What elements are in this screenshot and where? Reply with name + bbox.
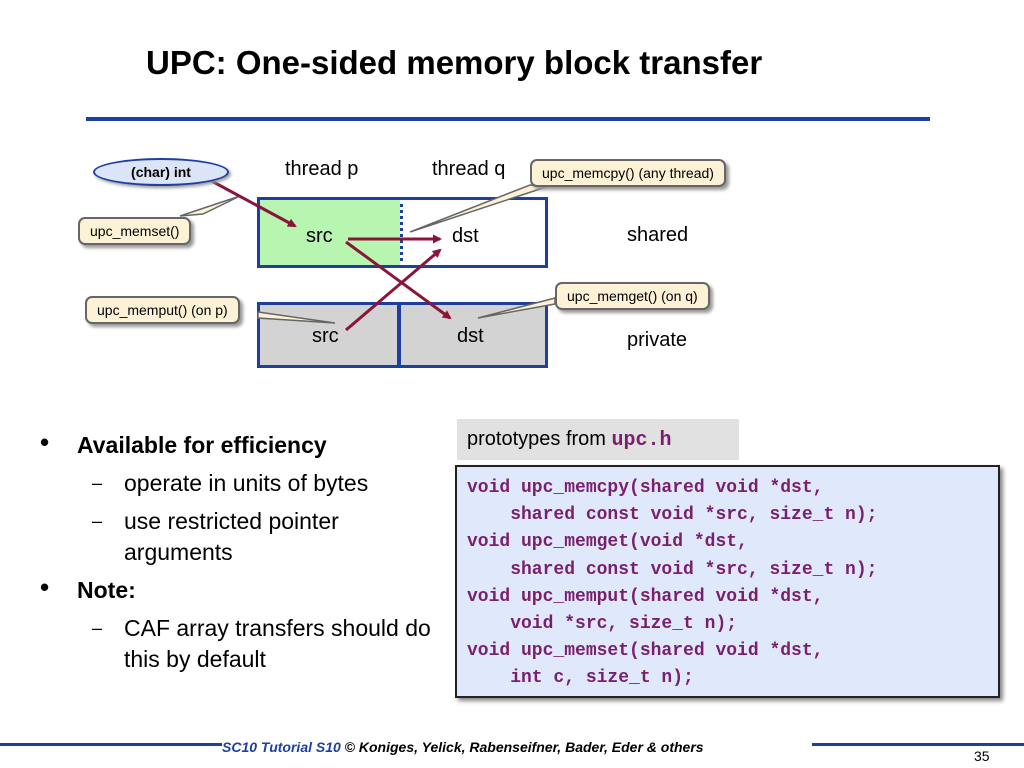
- code-line: void upc_memget(void *dst,: [467, 532, 748, 553]
- shared-region-label: shared: [627, 224, 689, 246]
- bullet-dot-icon: •: [40, 427, 50, 457]
- memput-callout-pointer: [257, 311, 336, 324]
- sub-bullet-item: – operate in units of bytes: [40, 468, 450, 499]
- memset-callout-pointer: [179, 195, 241, 217]
- memput-arrow: [345, 248, 442, 332]
- shared-src-box: [257, 197, 400, 268]
- code-line: shared const void *src, size_t n);: [467, 505, 878, 526]
- type-ellipse: (char) int: [93, 158, 229, 186]
- memcpy-callout: upc_memcpy() (any thread): [530, 159, 726, 187]
- memset-callout: upc_memset(): [78, 217, 192, 245]
- footer-course: SC10 Tutorial S10: [222, 739, 341, 755]
- thread-p-label: thread p: [285, 158, 359, 180]
- code-line: void upc_memcpy(shared void *dst,: [467, 478, 824, 498]
- footer: SC10 Tutorial S10 © Koniges, Yelick, Rab…: [222, 739, 704, 755]
- footer-authors: © Koniges, Yelick, Rabenseifner, Bader, …: [340, 739, 704, 755]
- private-dst-box: [398, 302, 548, 368]
- code-line: void upc_memput(shared void *dst,: [467, 586, 824, 607]
- memget-callout: upc_memget() (on q): [555, 282, 710, 310]
- sub-bullet-text: operate in units of bytes: [124, 470, 369, 496]
- code-line: void upc_memset(shared void *dst,: [467, 641, 824, 662]
- sub-bullet-text: use restricted pointer arguments: [124, 508, 339, 565]
- sub-bullet-item: – CAF array transfers should do this by d…: [40, 613, 450, 675]
- bullet-dot-icon: •: [40, 572, 50, 602]
- private-src-label: src: [312, 325, 339, 347]
- type-to-shared-arrow: [205, 176, 297, 228]
- header-file-name: upc.h: [611, 429, 672, 452]
- bullet-item: • Available for efficiency: [40, 427, 450, 460]
- dash-icon: –: [92, 511, 103, 531]
- sub-bullet-item: – use restricted pointer arguments: [40, 506, 450, 568]
- memget-arrow: [345, 240, 452, 320]
- code-block: void upc_memcpy(shared void *dst, shared…: [455, 465, 1000, 698]
- footer-rule-left: [0, 743, 222, 746]
- shared-dst-label: dst: [452, 225, 479, 247]
- dash-icon: –: [92, 618, 103, 638]
- bullet-text: Note:: [77, 577, 136, 603]
- shared-src-label: src: [306, 225, 333, 247]
- page-number: 35: [974, 748, 990, 764]
- code-line: shared const void *src, size_t n);: [467, 559, 878, 580]
- dash-icon: –: [92, 473, 103, 493]
- memcpy-callout-pointer: [409, 184, 547, 233]
- prototypes-label-text: prototypes from: [467, 428, 612, 450]
- memget-callout-pointer: [477, 297, 556, 319]
- prototypes-label: prototypes from upc.h: [457, 419, 739, 460]
- private-region-label: private: [627, 329, 688, 351]
- memput-callout: upc_memput() (on p): [85, 296, 240, 324]
- private-src-box: [257, 302, 400, 368]
- code-line: void *src, size_t n);: [467, 614, 738, 635]
- thread-q-label: thread q: [432, 158, 506, 180]
- footer-rule-right: [812, 743, 1024, 746]
- code-line: int c, size_t n);: [467, 668, 694, 689]
- bullet-item: • Note:: [40, 572, 450, 605]
- bullet-text: Available for efficiency: [77, 432, 327, 458]
- private-dst-label: dst: [457, 325, 484, 347]
- slide-title: UPC: One-sided memory block transfer: [146, 44, 763, 81]
- bullet-list: • Available for efficiency – operate in un…: [40, 427, 450, 682]
- title-underline: [86, 117, 930, 121]
- sub-bullet-text: CAF array transfers should do this by de…: [124, 615, 431, 672]
